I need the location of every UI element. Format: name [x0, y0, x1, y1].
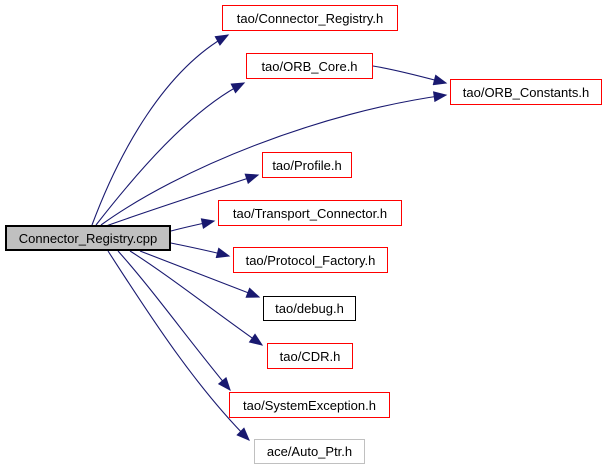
edge-main-to-tao-profile-h	[105, 173, 260, 227]
graph-node-tao-protocol-factory-h[interactable]: tao/Protocol_Factory.h	[233, 247, 388, 273]
edge-main-to-ace-auto-ptr-h	[107, 250, 250, 441]
edge-main-to-tao-transport-connector-h	[170, 218, 216, 232]
edge-main-to-tao-cdr-h	[129, 250, 264, 346]
graph-node-tao-cdr-h[interactable]: tao/CDR.h	[267, 343, 353, 369]
graph-node-ace-auto-ptr-h[interactable]: ace/Auto_Ptr.h	[254, 439, 365, 464]
graph-node-tao-profile-h[interactable]: tao/Profile.h	[262, 152, 352, 178]
graph-node-tao-orb-core-h[interactable]: tao/ORB_Core.h	[246, 53, 373, 79]
graph-node-tao-transport-connector-h[interactable]: tao/Transport_Connector.h	[218, 200, 402, 226]
edge-main-to-tao-orb-constants-h	[100, 91, 448, 226]
edge-main-to-tao-protocol-factory-h	[170, 242, 231, 259]
edge-main-to-tao-connector-registry-h	[91, 34, 230, 226]
edge-main-to-tao-orb-core-h	[95, 82, 246, 226]
edge-tao-orb-core-h-to-tao-orb-constants-h	[372, 65, 448, 86]
edge-main-to-tao-debug-h	[139, 250, 261, 298]
graph-node-tao-orb-constants-h[interactable]: tao/ORB_Constants.h	[450, 79, 602, 105]
graph-node-tao-systemexception-h[interactable]: tao/SystemException.h	[229, 392, 390, 418]
edge-main-to-tao-systemexception-h	[117, 250, 231, 392]
graph-node-main: Connector_Registry.cpp	[5, 225, 171, 251]
graph-node-tao-debug-h[interactable]: tao/debug.h	[263, 296, 356, 321]
graph-node-tao-connector-registry-h[interactable]: tao/Connector_Registry.h	[222, 5, 398, 31]
